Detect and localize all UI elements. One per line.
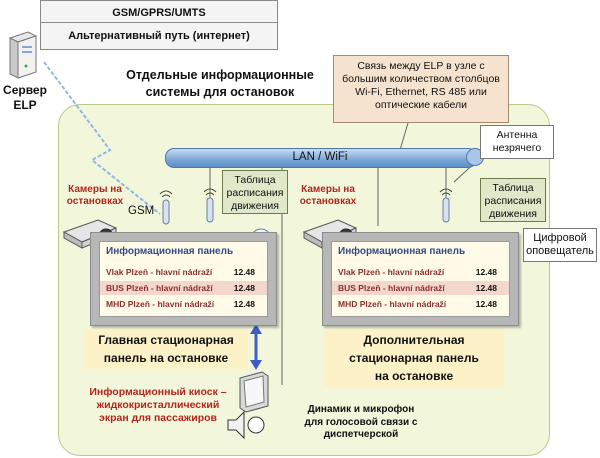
extra-panel-label-line2: стационарная панель bbox=[349, 351, 479, 365]
gsm-box: GSM/GPRS/UMTS Альтернативный путь (интер… bbox=[40, 0, 278, 50]
elp-note-line2: большим количеством столбцов bbox=[342, 73, 500, 85]
wifi-antenna-right-icon bbox=[436, 186, 456, 226]
kiosk-label-line2: жидкокристаллический bbox=[96, 399, 220, 411]
row-time: 12.48 bbox=[233, 283, 255, 293]
announcer-line1: Цифровой bbox=[533, 232, 587, 244]
row-time: 12.48 bbox=[233, 267, 255, 277]
schedule-left-line3: движения bbox=[231, 200, 279, 212]
cameras-right-line1: Камеры на bbox=[301, 184, 355, 195]
row-destination: MHD Plzeň - hlavní nádraží bbox=[106, 299, 215, 309]
kiosk-label-line1: Информационный киоск – bbox=[89, 386, 227, 398]
main-panel-label-line1: Главная стационарная bbox=[98, 333, 234, 347]
main-panel-label: Главная стационарная панель на остановке bbox=[84, 330, 248, 369]
blind-antenna-note: Антенна незрячего bbox=[480, 125, 554, 159]
speaker-label-line1: Динамик и микрофон bbox=[307, 404, 415, 415]
row-destination: BUS Plzeň - hlavní nádraží bbox=[106, 283, 213, 293]
kiosk-link-arrow-up bbox=[250, 324, 262, 334]
server-icon bbox=[6, 31, 38, 80]
gsm-wireless-link bbox=[43, 61, 161, 215]
antenna-note-line2: незрячего bbox=[492, 142, 542, 154]
main-panel-header: Информационная панель bbox=[106, 246, 234, 257]
extra-info-panel: Информационная панель Vlak Plzeň - hlavn… bbox=[322, 232, 519, 326]
kiosk-label: Информационный киоск – жидкокристалличес… bbox=[76, 386, 240, 425]
gsm-box-divider bbox=[40, 22, 278, 23]
lan-label: LAN / WiFi bbox=[292, 151, 348, 163]
elp-note-line3: Wi-Fi, Ethernet, RS 485 или bbox=[355, 86, 487, 98]
server-label-line1: Сервер bbox=[3, 83, 47, 97]
elp-note-line4: оптические кабели bbox=[374, 99, 468, 111]
gsm-antenna-icon bbox=[156, 188, 176, 228]
server-label: Сервер ELP bbox=[0, 83, 50, 113]
cameras-left-line1: Камеры на bbox=[68, 184, 122, 195]
row-time: 12.48 bbox=[475, 299, 497, 309]
row-time: 12.48 bbox=[233, 299, 255, 309]
kiosk-monitor-icon bbox=[236, 371, 272, 414]
schedule-left-line2: расписания bbox=[226, 187, 284, 199]
extra-panel-label-line1: Дополнительная bbox=[363, 333, 465, 347]
elp-note-line1: Связь между ELP в узле с bbox=[357, 60, 485, 72]
extra-panel-label-line3: на остановке bbox=[374, 369, 454, 383]
speaker-label-line3: диспетчерской bbox=[323, 429, 399, 440]
row-time: 12.48 bbox=[475, 283, 497, 293]
schedule-right-line2: расписания bbox=[484, 195, 542, 207]
schedule-right-line3: движения bbox=[489, 208, 537, 220]
row-destination: MHD Plzeň - hlavní nádraží bbox=[338, 299, 447, 309]
wifi-antenna-left-icon bbox=[200, 186, 220, 226]
row-destination: Vlak Plzeň - hlavní nádraží bbox=[106, 267, 213, 277]
extra-panel-header: Информационная панель bbox=[338, 246, 466, 257]
antenna-note-line1: Антенна bbox=[496, 129, 538, 141]
server-label-line2: ELP bbox=[13, 98, 37, 112]
speaker-microphone-icon bbox=[226, 410, 266, 440]
main-panel-row: BUS Plzeň - hlavní nádraží 12.48 bbox=[100, 281, 267, 295]
speaker-label: Динамик и микрофон для голосовой связи с… bbox=[286, 404, 436, 442]
separate-systems-line1: Отдельные информационные bbox=[126, 68, 314, 82]
main-panel-label-line2: панель на остановке bbox=[103, 351, 229, 365]
row-destination: Vlak Plzeň - hlavní nádraží bbox=[338, 267, 445, 277]
extra-panel-screen: Информационная панель Vlak Plzeň - hlavn… bbox=[331, 241, 510, 317]
separate-systems-label: Отдельные информационные системы для ост… bbox=[110, 67, 330, 101]
kiosk-label-line3: экран для пассажиров bbox=[99, 412, 217, 424]
cameras-left-label: Камеры на остановках bbox=[60, 184, 130, 208]
elp-connection-note: Связь между ELP в узле с большим количес… bbox=[333, 55, 509, 123]
schedule-right-line1: Таблица bbox=[492, 182, 534, 194]
schedule-table-right: Таблица расписания движения bbox=[480, 178, 546, 222]
schedule-table-left: Таблица расписания движения bbox=[222, 170, 288, 214]
elp-note-pointer bbox=[399, 122, 409, 151]
extra-panel-row: Vlak Plzeň - hlavní nádraží 12.48 bbox=[332, 265, 509, 279]
gsm-label: GSM bbox=[128, 205, 155, 217]
row-destination: BUS Plzeň - hlavní nádraží bbox=[338, 283, 445, 293]
gsm-box-subtitle: Альтернативный путь (интернет) bbox=[68, 30, 250, 42]
main-panel-row: Vlak Plzeň - hlavní nádraží 12.48 bbox=[100, 265, 267, 279]
extra-panel-row: MHD Plzeň - hlavní nádraží 12.48 bbox=[332, 297, 509, 311]
extra-panel-label: Дополнительная стационарная панель на ос… bbox=[324, 330, 504, 387]
kiosk-link-arrow-down bbox=[250, 360, 262, 370]
row-time: 12.48 bbox=[475, 267, 497, 277]
separate-systems-line2: системы для остановок bbox=[145, 85, 295, 99]
announcer-line2: оповещатель bbox=[526, 245, 594, 257]
gsm-box-title: GSM/GPRS/UMTS bbox=[112, 7, 206, 19]
extra-panel-row: BUS Plzeň - hlavní nádraží 12.48 bbox=[332, 281, 509, 295]
schedule-left-line1: Таблица bbox=[234, 174, 276, 186]
speaker-label-line2: для голосовой связи с bbox=[304, 416, 418, 428]
cameras-right-line2: остановках bbox=[299, 196, 357, 207]
main-panel-row: MHD Plzeň - hlavní nádraží 12.48 bbox=[100, 297, 267, 311]
digital-announcer-note: Цифровой оповещатель bbox=[523, 228, 597, 262]
cameras-left-line2: остановках bbox=[66, 196, 124, 207]
main-panel-screen: Информационная панель Vlak Plzeň - hlavn… bbox=[99, 241, 268, 317]
main-info-panel: Информационная панель Vlak Plzeň - hlavn… bbox=[90, 232, 277, 326]
cameras-right-label: Камеры на остановках bbox=[293, 184, 363, 208]
